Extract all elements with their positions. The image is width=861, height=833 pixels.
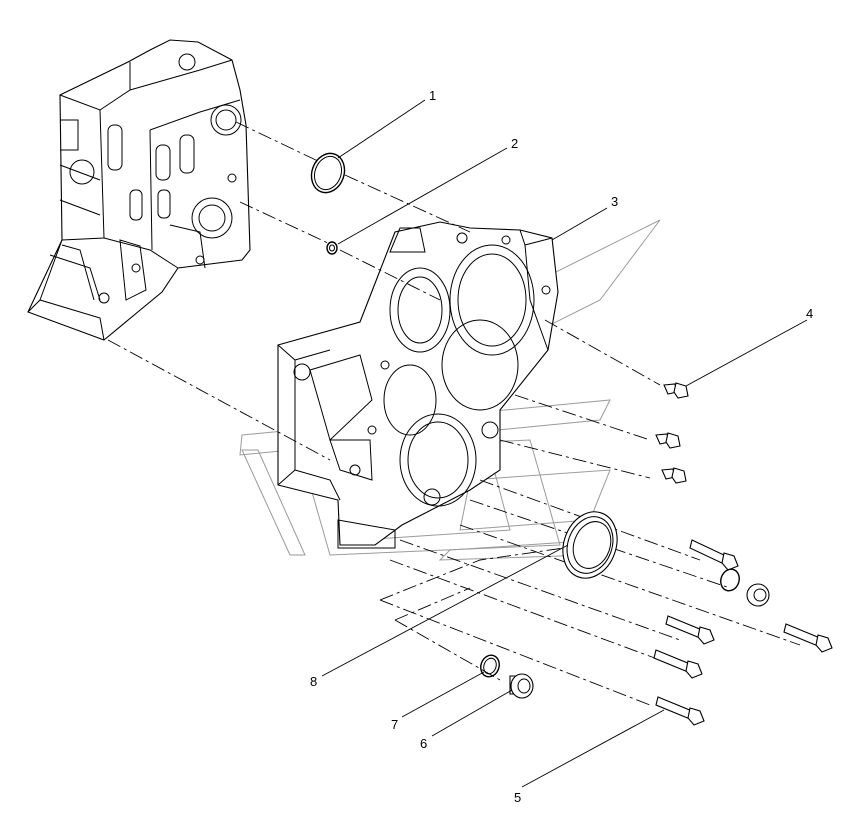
callout-4: 4 <box>806 306 813 321</box>
callout-6: 6 <box>420 736 427 751</box>
short-flange-bolts <box>655 382 689 484</box>
short-bolt <box>663 382 689 399</box>
long-bolt <box>665 615 715 645</box>
long-bolt <box>655 696 705 726</box>
callout-labels: 1 2 3 4 5 6 7 8 <box>310 88 813 805</box>
long-bolt <box>783 623 833 653</box>
o-ring-large <box>310 152 346 194</box>
small-seal <box>326 241 338 255</box>
o-ring-small-right <box>720 568 740 592</box>
callout-5: 5 <box>514 790 521 805</box>
short-bolt <box>655 432 681 449</box>
crankshaft-oil-seal <box>562 511 618 579</box>
callout-3: 3 <box>611 194 618 209</box>
callout-8: 8 <box>310 674 317 689</box>
long-bolt <box>653 649 703 679</box>
o-ring-plug-seal <box>480 654 500 678</box>
callout-7: 7 <box>391 717 398 732</box>
leader-lines <box>321 99 808 788</box>
drain-plug <box>509 673 534 699</box>
long-flange-bolts <box>653 539 833 726</box>
engine-block <box>27 39 251 341</box>
plug-right <box>746 583 770 607</box>
long-bolt <box>689 539 739 571</box>
short-bolt <box>661 467 687 484</box>
callout-2: 2 <box>511 136 518 151</box>
callout-1: 1 <box>429 88 436 103</box>
timing-gear-housing <box>277 221 559 549</box>
